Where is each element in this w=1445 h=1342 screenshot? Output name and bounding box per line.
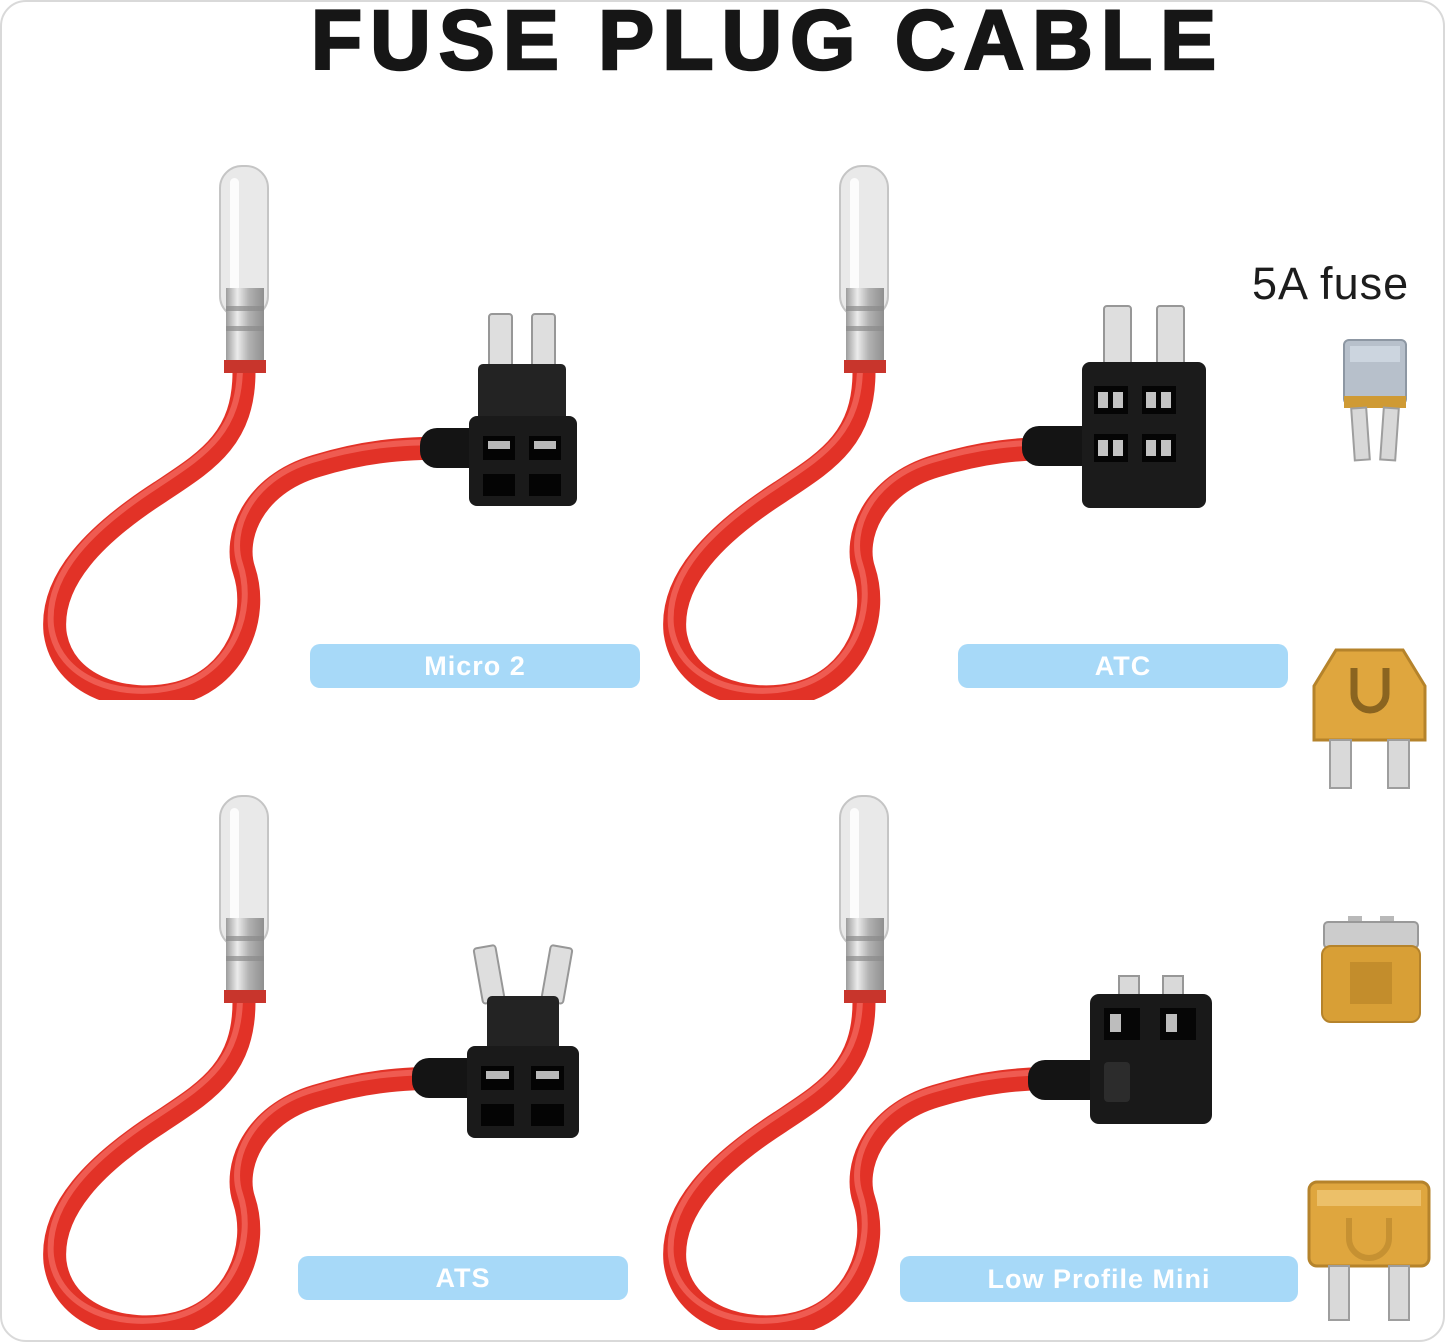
- label-pill-atc: ATC: [958, 644, 1288, 688]
- label-pill-micro2: Micro 2: [310, 644, 640, 688]
- cable-assembly-ats: [0, 795, 580, 1330]
- cable-photo-micro2: [0, 140, 620, 700]
- cable-assembly-micro2: [0, 165, 578, 700]
- fuse-size-label: 5A fuse: [1252, 258, 1410, 309]
- cable-photo-atc: [620, 140, 1240, 700]
- fuse-photo-mini: [1302, 642, 1437, 794]
- page-title: FUSE PLUG CABLE: [310, 0, 1225, 88]
- fuse-photo-micro2: [1343, 339, 1407, 462]
- cable-photo-ats: [0, 770, 620, 1330]
- cable-assembly-atc: [620, 165, 1207, 700]
- fuse-photo-atc: [1303, 1178, 1435, 1324]
- label-pill-ats: ATS: [298, 1256, 628, 1300]
- fuse-photo-low-profile-mini: [1321, 916, 1421, 1023]
- cable-assembly-low-profile-mini: [620, 795, 1213, 1330]
- cable-photo-low-profile-mini: [620, 770, 1240, 1330]
- label-pill-low-profile-mini: Low Profile Mini: [900, 1256, 1298, 1302]
